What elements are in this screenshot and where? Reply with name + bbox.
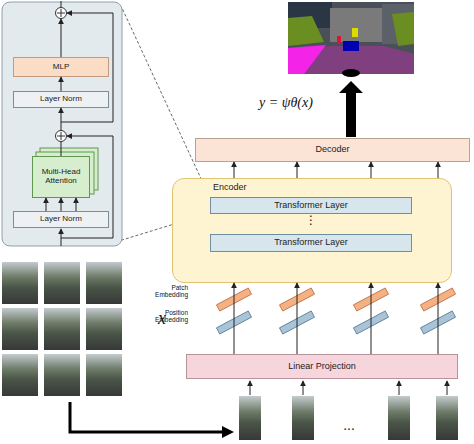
image-patch bbox=[388, 396, 410, 440]
box-label: Layer Norm bbox=[38, 95, 84, 104]
patch-input-arrow bbox=[303, 381, 304, 395]
segmentation-sign bbox=[352, 28, 358, 37]
add-cross bbox=[57, 136, 65, 137]
image-patch bbox=[44, 308, 80, 350]
image-patch bbox=[436, 396, 458, 440]
add-cross bbox=[61, 9, 62, 17]
flow-arrow bbox=[61, 108, 62, 156]
flow-arrow bbox=[438, 283, 439, 354]
flow-arrow bbox=[234, 162, 235, 178]
patch-embedding-bar bbox=[216, 288, 251, 311]
flow-arrow bbox=[297, 283, 298, 354]
add-cross bbox=[61, 132, 62, 140]
segmentation-output bbox=[288, 2, 414, 77]
patch-embedding-bar bbox=[420, 288, 455, 311]
image-patch bbox=[2, 262, 38, 304]
flow-arrow bbox=[46, 198, 47, 211]
image-patch bbox=[44, 354, 80, 396]
encoder-box: Transformer LayerTransformer LayerEncode… bbox=[172, 178, 452, 283]
image-patch bbox=[86, 308, 122, 350]
image-patch bbox=[44, 262, 80, 304]
patch-input-arrow bbox=[250, 381, 251, 395]
add-circle bbox=[56, 131, 67, 142]
image-patch bbox=[239, 396, 261, 440]
segmentation-sidewalk bbox=[288, 45, 326, 74]
image-patch bbox=[2, 354, 38, 396]
segmentation-ego-vehicle bbox=[342, 69, 360, 77]
linear-projection-box: Linear Projection bbox=[186, 354, 458, 379]
segmentation-car bbox=[343, 41, 359, 51]
position-embeddings bbox=[216, 311, 455, 334]
attention-box: Multi-Head Attention bbox=[32, 156, 90, 198]
position-embedding-bar bbox=[420, 311, 455, 334]
transformer-layer-inset bbox=[2, 2, 122, 246]
flow-arrow bbox=[76, 198, 77, 211]
residual-add-symbol bbox=[56, 131, 67, 142]
input-patch-sequence bbox=[239, 381, 458, 440]
box-label: MLP bbox=[51, 63, 71, 72]
output-block-arrow bbox=[339, 81, 363, 137]
input-image-grid bbox=[2, 262, 122, 396]
image-patch bbox=[86, 262, 122, 304]
flow-arrow bbox=[61, 198, 62, 211]
box-label: Transformer Layer bbox=[272, 238, 350, 248]
segmentation-person bbox=[337, 36, 341, 44]
add-circle bbox=[56, 8, 67, 19]
output-wire bbox=[61, 1, 62, 8]
box-label: Decoder bbox=[313, 145, 351, 155]
box-label: Transformer Layer bbox=[272, 201, 350, 211]
embedding-label: Patch Embedding bbox=[146, 284, 188, 298]
box-label: Layer Norm bbox=[38, 215, 84, 224]
patch-embedding-bar bbox=[353, 288, 388, 311]
flow-arrow bbox=[371, 283, 372, 354]
segmentation-background bbox=[288, 2, 414, 74]
decoder-box: Decoder bbox=[195, 138, 470, 162]
position-embedding-bar bbox=[216, 311, 251, 334]
box-label: Linear Projection bbox=[286, 362, 358, 372]
patch-input-arrow bbox=[447, 381, 448, 395]
patch-embedding-bar bbox=[279, 288, 314, 311]
segmentation-vegetation bbox=[288, 16, 324, 46]
flatten-arrow bbox=[70, 402, 228, 432]
embedding-label: Position Embedding bbox=[140, 309, 188, 323]
mlp-output-wire bbox=[61, 19, 62, 57]
segmentation-vegetation bbox=[392, 12, 414, 46]
patch-input-arrow bbox=[399, 381, 400, 395]
flow-arrow bbox=[438, 162, 439, 178]
layer-norm-box: Layer Norm bbox=[13, 211, 109, 228]
mlp-box: MLP bbox=[13, 57, 109, 77]
image-patch bbox=[2, 308, 38, 350]
image-patch bbox=[86, 354, 122, 396]
continuation-dots: ... bbox=[329, 418, 369, 433]
add-cross bbox=[57, 13, 65, 14]
patch-embeddings bbox=[216, 288, 455, 311]
flow-arrow bbox=[61, 77, 62, 91]
transformer-layer-box: Transformer Layer bbox=[210, 197, 412, 214]
flow-arrow bbox=[371, 162, 372, 178]
image-patch bbox=[292, 396, 314, 440]
box-label: Encoder bbox=[211, 183, 249, 193]
flow-arrow bbox=[234, 283, 235, 354]
position-embedding-bar bbox=[353, 311, 388, 334]
residual-add-symbol bbox=[56, 8, 67, 19]
output-formula: y = ψθ(x) bbox=[230, 95, 342, 110]
flow-arrow bbox=[297, 162, 298, 178]
box-label: Multi-Head Attention bbox=[33, 168, 89, 186]
layer-norm-box: Layer Norm bbox=[13, 91, 109, 108]
continuation-dots: ⋮ bbox=[300, 214, 322, 227]
position-embedding-bar bbox=[279, 311, 314, 334]
transformer-layer-box: Transformer Layer bbox=[210, 234, 412, 252]
zoom-leader-line bbox=[122, 8, 210, 198]
